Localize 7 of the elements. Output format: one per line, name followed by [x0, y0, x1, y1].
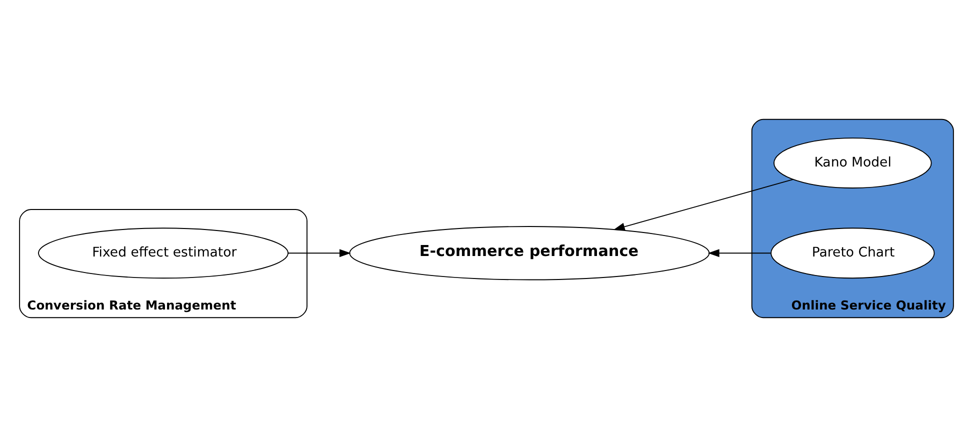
- node-ellipse: E-commerce performance: [349, 226, 710, 280]
- arrow: [288, 248, 351, 257]
- arrow: [613, 178, 794, 230]
- node-ellipse: Kano Model: [773, 137, 932, 188]
- node-ellipse: Fixed effect estimator: [38, 227, 289, 278]
- node-ellipse: Pareto Chart: [770, 227, 935, 278]
- arrow: [708, 248, 771, 257]
